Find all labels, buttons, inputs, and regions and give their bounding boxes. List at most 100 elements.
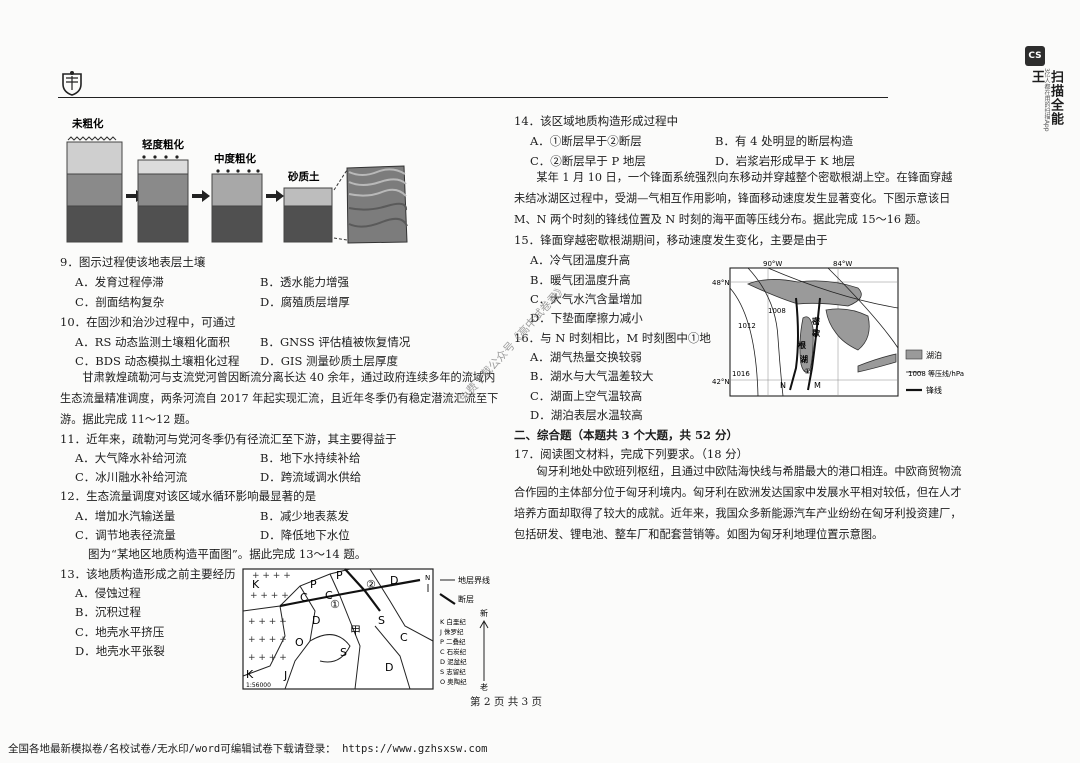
geologic-structure-map: + + + ++ + + ++ + + ++ + + ++ + + + K P … bbox=[242, 568, 490, 692]
point-1-marker: ① bbox=[804, 367, 811, 376]
lake-huron bbox=[825, 308, 870, 351]
soil-label-2: 轻度粗化 bbox=[142, 138, 184, 151]
lat-label-48n: 48°N bbox=[712, 279, 730, 287]
lat-label-42n: 42°N bbox=[712, 378, 730, 386]
brand-tagline: 3亿人都在用的扫描App bbox=[1043, 68, 1050, 132]
scale-label: 1:56000 bbox=[246, 682, 271, 689]
q16-option-a: A．湖气热量交换较弱 bbox=[530, 350, 642, 364]
isobar-1012: 1012 bbox=[738, 322, 756, 330]
q13-option-b: B．沉积过程 bbox=[75, 605, 141, 619]
soil-label-4: 砂质土 bbox=[287, 170, 320, 183]
legend-stratum-O: O 奥陶纪 bbox=[440, 677, 467, 686]
svg-text:+ + + +: + + + + bbox=[252, 571, 291, 581]
fault-1 bbox=[279, 578, 421, 608]
legend-new: 新 bbox=[480, 608, 488, 618]
q14-option-d: D．岩浆岩形成早于 K 地层 bbox=[715, 154, 856, 168]
intro-13-14: 图为“某地区地质构造平面图”。据此完成 13～14 题。 bbox=[88, 547, 367, 561]
q17-passage: 匈牙利地处中欧班列枢纽，且通过中欧陆海快线与希腊最大的港口相连。中欧商贸物流合作… bbox=[514, 465, 962, 541]
lon-label-84w: 84°W bbox=[833, 260, 852, 268]
passage-15-16: 某年 1 月 10 日，一个锋面系统强烈向东移动并穿越整个密歇根湖上空。在锋面穿… bbox=[514, 171, 953, 226]
legend-fault: 断层 bbox=[458, 594, 474, 604]
soil-label-1: 未粗化 bbox=[71, 117, 104, 130]
front-label-N: N bbox=[780, 381, 786, 390]
arrow-icon bbox=[192, 190, 210, 202]
lake-char-3: 根 bbox=[798, 340, 806, 350]
svg-text:D: D bbox=[385, 661, 393, 674]
q15-stem: 15．锋面穿越密歇根湖期间，移动速度发生变化，主要是由于 bbox=[514, 233, 828, 247]
q12-option-c: C．调节地表径流量 bbox=[75, 528, 176, 542]
q14-option-c: C．②断层早于 P 地层 bbox=[530, 154, 646, 168]
svg-text:C: C bbox=[400, 631, 408, 644]
fault-marker-2: ② bbox=[366, 578, 376, 591]
svg-text:S: S bbox=[340, 646, 347, 659]
svg-text:+ + + +: + + + + bbox=[248, 653, 287, 663]
q10-option-b: B．GNSS 评估植被恢复情况 bbox=[260, 335, 411, 349]
q16-stem: 16．与 N 时刻相比，M 时刻图中①地 bbox=[514, 331, 711, 345]
footer-download-link[interactable]: 全国各地最新模拟卷/名校试卷/无水印/word可编辑试卷下载请登录： https… bbox=[8, 743, 488, 755]
legend-stratum-J: J 侏罗纪 bbox=[439, 627, 464, 636]
legend-lake-swatch bbox=[905, 349, 923, 360]
front-label-M: M bbox=[814, 381, 821, 390]
q15-option-d: D．下垫面摩擦力减小 bbox=[530, 311, 643, 325]
isobar-1008: 1008 bbox=[768, 307, 786, 315]
legend-old: 老 bbox=[480, 682, 488, 692]
soil-coarsening-figure: 未粗化 轻度粗化 中度粗化 砂质土 bbox=[66, 117, 408, 244]
age-arrow-icon bbox=[479, 619, 489, 681]
legend-fault-line bbox=[439, 593, 456, 605]
geo-label-S: S bbox=[378, 614, 385, 627]
front-line-N bbox=[789, 297, 799, 391]
geo-label-C: C bbox=[325, 589, 333, 602]
sand-soil-closeup bbox=[346, 165, 408, 244]
lake-michigan bbox=[799, 316, 814, 373]
q9-stem: 9．图示过程使该地表层土壤 bbox=[60, 255, 206, 269]
q15-option-c: C．大气水汽含量增加 bbox=[530, 292, 643, 306]
q9-option-d: D．腐殖质层增厚 bbox=[260, 295, 350, 309]
svg-text:C: C bbox=[300, 591, 308, 604]
q11-option-a: A．大气降水补给河流 bbox=[75, 451, 187, 465]
lake-char-4: 湖 bbox=[800, 354, 808, 364]
brand-name: 扫描全能王 bbox=[1029, 70, 1063, 126]
soil-column-1 bbox=[66, 136, 123, 243]
q12-option-d: D．降低地下水位 bbox=[260, 528, 350, 542]
geo-label-P: P bbox=[336, 569, 343, 582]
q9-option-a: A．发育过程停滞 bbox=[75, 275, 164, 289]
geo-label-K2: K bbox=[246, 668, 254, 681]
q10-option-d: D．GIS 测量砂质土层厚度 bbox=[260, 354, 398, 368]
soil-column-3 bbox=[211, 169, 263, 243]
legend-stratum-S: S 志留纪 bbox=[440, 667, 466, 676]
q9-option-c: C．剖面结构复杂 bbox=[75, 295, 165, 309]
legend-lake: 湖泊 bbox=[926, 350, 942, 360]
q10-option-c: C．BDS 动态模拟土壤粗化过程 bbox=[75, 354, 240, 368]
legend-stratum-P: P 二叠纪 bbox=[440, 637, 466, 646]
q9-option-b: B．透水能力增强 bbox=[260, 275, 349, 289]
geo-label-K: K bbox=[252, 578, 260, 591]
q11-option-b: B．地下水持续补给 bbox=[260, 451, 361, 465]
lon-label-90w: 90°W bbox=[763, 260, 782, 268]
q14-stem: 14．该区域地质构造形成过程中 bbox=[514, 114, 679, 128]
legend-stratum-D: D 泥盆纪 bbox=[440, 657, 467, 666]
legend-front: 锋线 bbox=[926, 385, 942, 395]
q13-option-a: A．侵蚀过程 bbox=[75, 586, 141, 600]
camscanner-brand: CS 扫描全能王 3亿人都在用的扫描App bbox=[1020, 46, 1063, 136]
q13-option-d: D．地壳水平张裂 bbox=[75, 644, 165, 658]
q13-option-c: C．地壳水平挤压 bbox=[75, 625, 165, 639]
legend-boundary: 地层界线 bbox=[458, 575, 490, 585]
section-2-heading: 二、综合题（本题共 3 个大题，共 52 分） bbox=[514, 428, 739, 442]
q10-option-a: A．RS 动态监测土壤粗化面积 bbox=[75, 335, 230, 349]
svg-text:+ + + +: + + + + bbox=[248, 635, 287, 645]
q14-option-b: B．有 4 处明显的断层构造 bbox=[715, 134, 854, 148]
q16-option-d: D．湖泊表层水温较高 bbox=[530, 408, 643, 422]
lake-superior bbox=[746, 279, 862, 307]
svg-text:+ + + +: + + + + bbox=[250, 591, 289, 601]
q15-option-b: B．暖气团温度升高 bbox=[530, 273, 631, 287]
geo-label-O: O bbox=[295, 636, 304, 649]
fault-2 bbox=[344, 568, 381, 612]
north-arrow-label: N bbox=[425, 574, 430, 582]
q11-option-c: C．冰川融水补给河流 bbox=[75, 470, 188, 484]
geo-label-D: D bbox=[390, 574, 398, 587]
lake-michigan-front-map: 90°W 84°W 48°N 42°N 1008 1012 1016 密 歇 根… bbox=[712, 260, 964, 397]
q16-option-b: B．湖水与大气温差较大 bbox=[530, 369, 654, 383]
camscanner-logo-icon: CS bbox=[1025, 46, 1045, 66]
q12-option-b: B．减少地表蒸发 bbox=[260, 509, 349, 523]
